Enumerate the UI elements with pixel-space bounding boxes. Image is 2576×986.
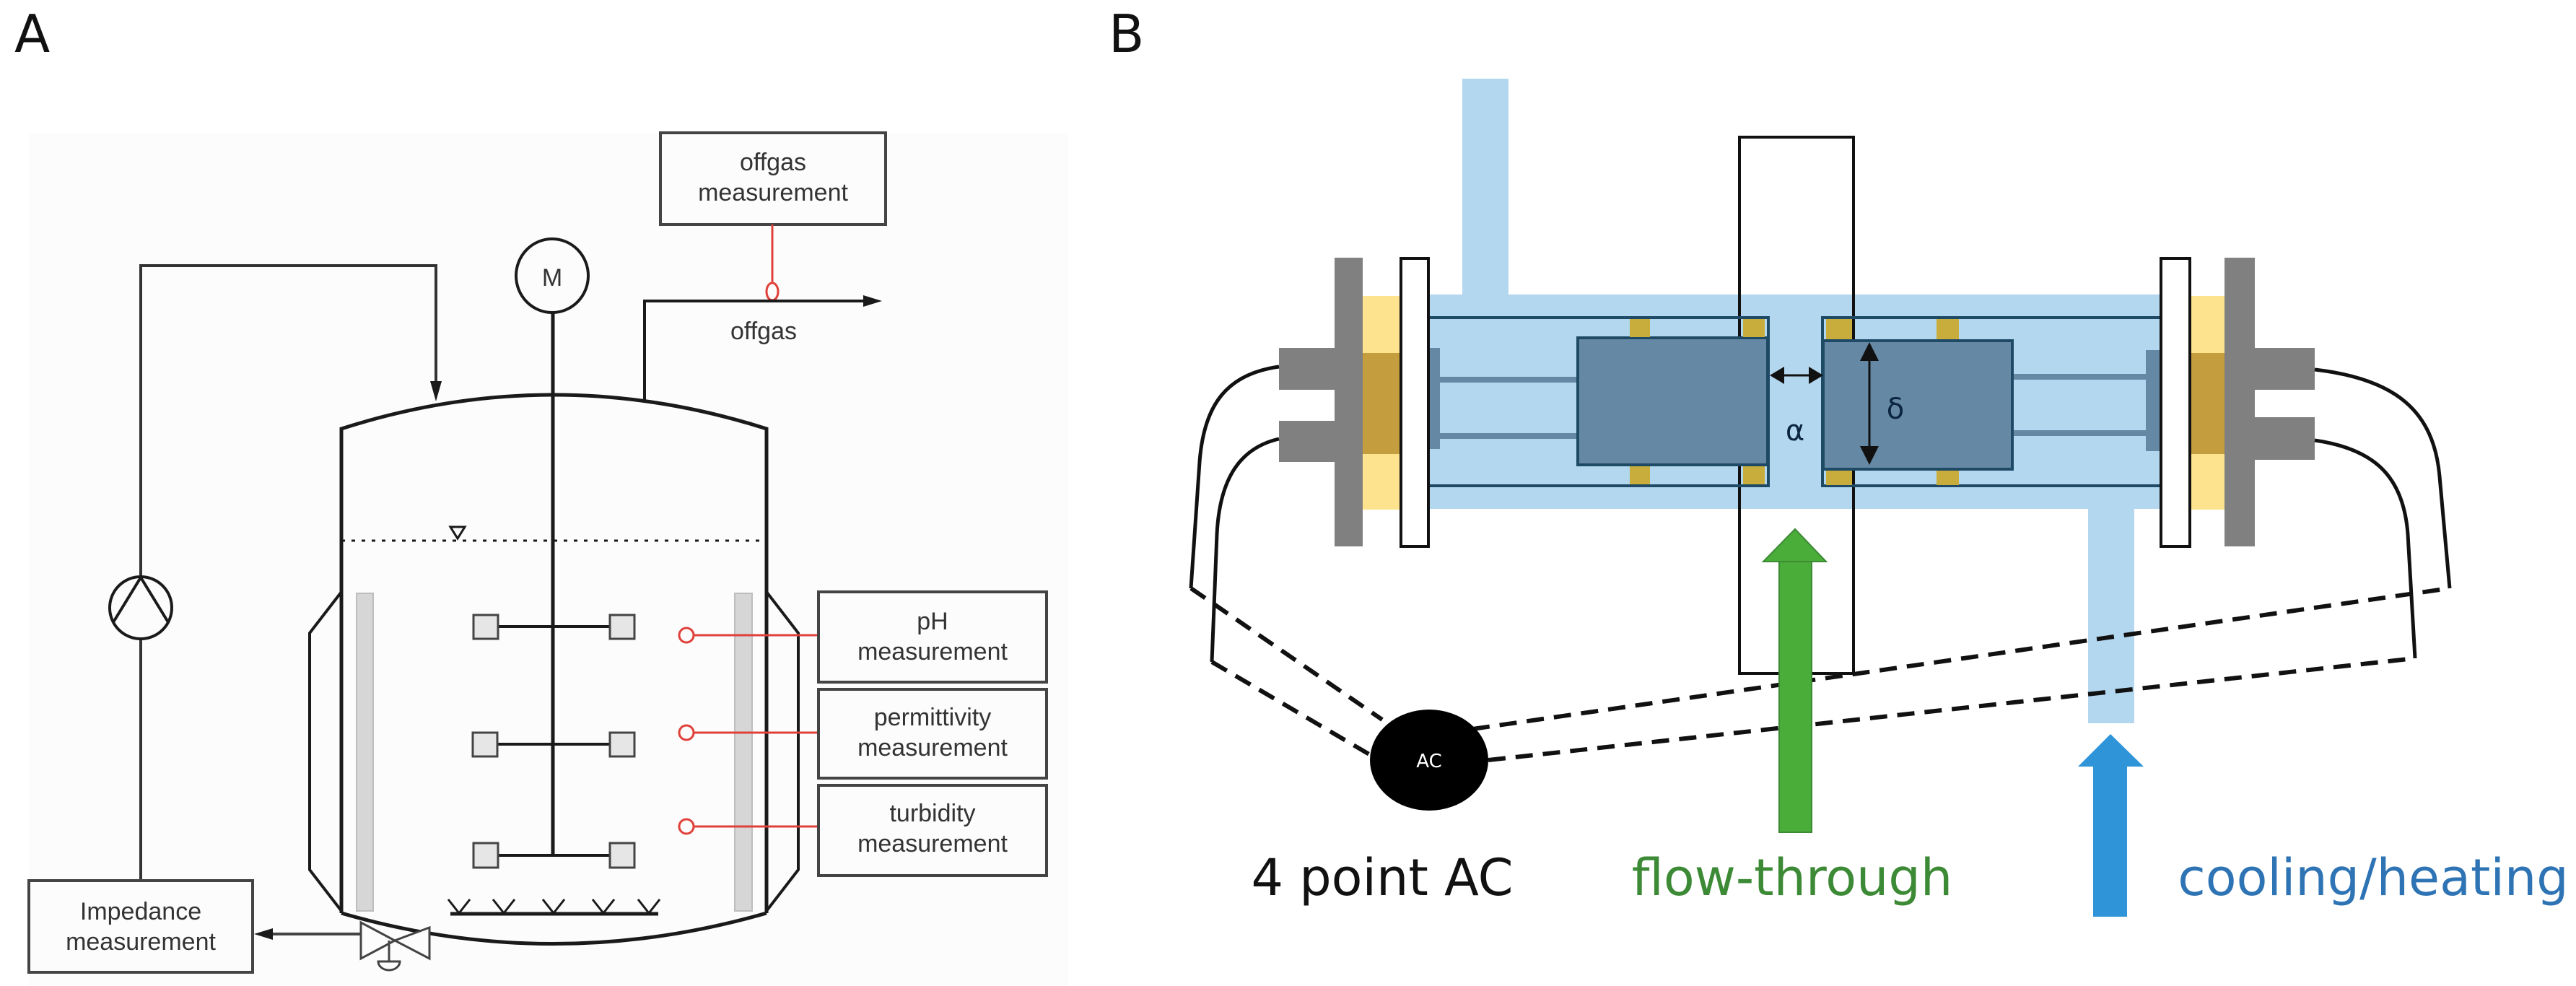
clamp-plate-right <box>2224 258 2255 546</box>
panel-b: B <box>1109 4 2569 917</box>
wire-left-outer <box>1189 365 1280 589</box>
turbidity-box-line-2: measurement <box>857 830 1008 858</box>
coolant-outlet-tube <box>2088 508 2134 723</box>
impedance-measurement-box: Impedance measurement <box>27 879 254 974</box>
wire-right-inner <box>2314 438 2417 659</box>
end-flange-left <box>1400 257 1430 548</box>
ac-source-label: AC <box>1416 751 1441 772</box>
clamp-plate-left <box>1335 258 1363 546</box>
panel-b-label: B <box>1109 4 1144 64</box>
dashed-wire-4 <box>1488 656 2416 762</box>
offgas-stream-label: offgas <box>730 318 797 345</box>
permittivity-box-line-2: measurement <box>857 734 1008 762</box>
jacket-right <box>765 590 800 912</box>
wire-left-inner <box>1210 437 1280 663</box>
caption-cooling-heating: cooling/heating <box>2178 848 2568 907</box>
turbidity-measurement-box: turbidity measurement <box>817 784 1048 877</box>
coolant-inlet-tube <box>1462 79 1509 295</box>
impedance-outlet-arrow-icon <box>254 928 273 940</box>
impeller-bottom <box>472 842 636 869</box>
vessel-wall <box>339 393 769 913</box>
ph-box-line-1: pH <box>917 608 948 635</box>
ph-probe <box>678 627 818 644</box>
flow-through-arrow-icon <box>1761 528 1828 833</box>
ac-source-icon: AC <box>1370 710 1488 811</box>
panel-a-label: A <box>14 4 50 64</box>
recirculation-line <box>139 264 437 881</box>
coolant-jacket <box>1428 295 2161 509</box>
electrode-right <box>1822 339 2014 471</box>
vessel-bottom <box>341 911 767 946</box>
offgas-arrow-icon <box>863 295 882 307</box>
seal-core-right <box>2190 353 2225 454</box>
terminal-left-2 <box>1279 421 1335 462</box>
gaskets <box>1630 319 1959 485</box>
electrode-mount-left <box>1428 348 1440 449</box>
turbidity-box-line-1: turbidity <box>889 800 975 827</box>
permittivity-measurement-box: permittivity measurement <box>817 688 1048 780</box>
impedance-box-line-2: measurement <box>66 928 216 956</box>
permittivity-box-line-1: permittivity <box>874 704 991 731</box>
motor-label: M <box>542 264 562 292</box>
jacket-left <box>308 590 343 912</box>
electrode-symbol: δ <box>1887 393 1904 426</box>
cooling-heating-arrow-icon <box>2078 734 2144 917</box>
offgas-box-line-1: offgas <box>740 149 806 176</box>
electrode-mount-right <box>2146 350 2161 451</box>
electrode-height-dimension-icon <box>1860 342 1879 465</box>
end-flange-right <box>2160 257 2191 548</box>
baffle-right <box>734 593 753 912</box>
bottom-valve-icon <box>359 920 431 972</box>
turbidity-probe <box>678 818 818 835</box>
panel-a: A M offgas measurement offgas <box>14 4 1068 986</box>
sparger-icon <box>447 899 661 916</box>
inlet-arrow-icon <box>430 381 442 401</box>
baffle-left <box>356 593 374 912</box>
wire-right-outer <box>2314 367 2452 589</box>
dashed-wires <box>1189 586 2450 762</box>
impedance-box-line-1: Impedance <box>80 898 201 925</box>
caption-4-point-ac: 4 point AC <box>1251 848 1513 907</box>
terminal-right-1 <box>2255 348 2315 390</box>
electrode-left <box>1576 336 1769 466</box>
impeller-top <box>472 614 636 640</box>
offgas-box-line-2: measurement <box>698 179 848 206</box>
terminal-right-2 <box>2255 417 2315 460</box>
gap-dimension-icon <box>1770 367 1823 384</box>
impeller-middle <box>471 731 636 758</box>
liquid-level-icon <box>448 525 467 541</box>
permittivity-probe <box>678 724 818 741</box>
ph-box-line-2: measurement <box>857 638 1008 666</box>
seal-core-left <box>1363 353 1400 454</box>
ph-measurement-box: pH measurement <box>817 590 1048 684</box>
wires <box>1189 365 2452 663</box>
motor-icon: M <box>515 237 590 314</box>
gap-symbol: α <box>1786 414 1804 448</box>
dashed-wire-1 <box>1189 586 1384 722</box>
caption-flow-through: flow-through <box>1632 848 1952 907</box>
dashed-wire-2 <box>1210 660 1371 756</box>
terminal-left-1 <box>1279 348 1335 390</box>
pump-icon <box>108 575 173 640</box>
offgas-pipe <box>643 300 865 401</box>
